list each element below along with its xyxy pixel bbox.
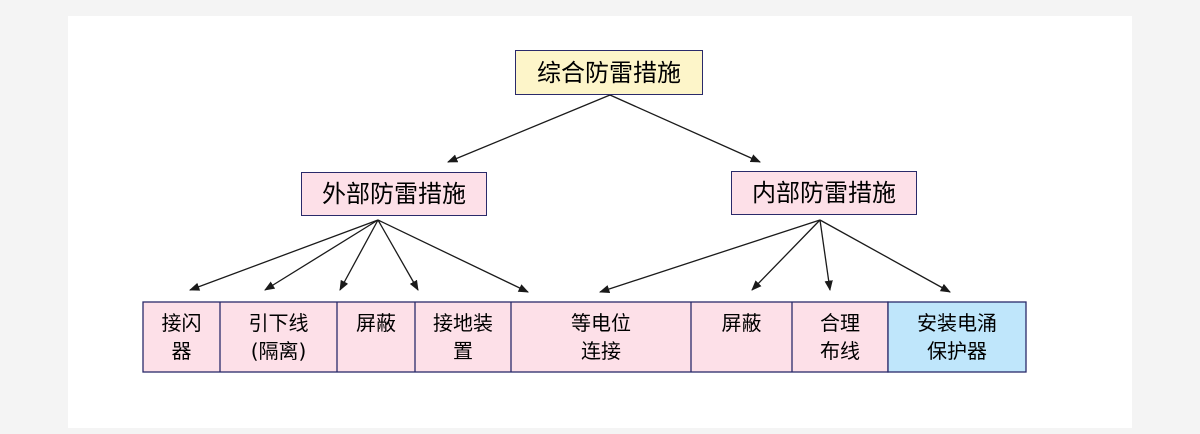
leaf-external-shielding-line-1: 屏蔽 [356, 311, 396, 335]
leaf-equipotential-line-1: 等电位 [571, 311, 631, 335]
leaf-internal-shielding-line-1: 屏蔽 [721, 311, 762, 335]
leaf-equipotential-line-2: 连接 [581, 339, 621, 363]
leaf-wiring: 合理 布线 [792, 302, 888, 372]
arrow-internal-to-equipotential [599, 219, 821, 294]
arrow-internal-to-wiring [819, 219, 833, 292]
leaf-internal-shielding: 屏蔽 [691, 302, 792, 372]
internal-node-label: 内部防雷措施 [752, 179, 896, 207]
external-node: 外部防雷措施 [301, 172, 487, 216]
leaf-grounding-line-2: 置 [453, 339, 473, 363]
leaf-wiring-line-1: 合理 [820, 311, 860, 335]
leaf-external-shielding: 屏蔽 [337, 302, 415, 372]
arrow-internal-to-shielding [751, 219, 821, 291]
leaf-air-terminal-line-1: 接闪 [161, 311, 202, 335]
external-node-label: 外部防雷措施 [322, 180, 466, 208]
leaf-down-conductor: 引下线 (隔离) [220, 302, 337, 372]
leaf-surge-protector: 安装电涌 保护器 [888, 302, 1026, 372]
arrow-root-to-external [447, 94, 611, 163]
leaf-spd-background [887, 301, 1027, 373]
arrow-external-to-grounding [377, 219, 419, 291]
arrow-external-to-air-terminal [189, 219, 379, 291]
arrow-external-to-shielding [339, 219, 379, 291]
leaf-surge-protector-line-2: 保护器 [927, 339, 987, 363]
leaf-air-terminal-line-2: 器 [171, 339, 192, 363]
arrow-root-to-internal [609, 94, 761, 163]
leaf-surge-protector-line-1: 安装电涌 [917, 311, 997, 335]
arrow-external-to-down-conductor [264, 219, 379, 291]
leaf-equipotential: 等电位 连接 [511, 302, 691, 372]
internal-node: 内部防雷措施 [731, 171, 917, 215]
leaf-grounding-line-1: 接地装 [433, 311, 493, 335]
leaf-down-conductor-line-1: 引下线 [248, 311, 309, 335]
root-node-label: 综合防雷措施 [537, 58, 681, 87]
leaf-grounding: 接地装 置 [415, 302, 511, 372]
leaf-air-terminal: 接闪 器 [143, 302, 220, 372]
root-node: 综合防雷措施 [515, 50, 703, 95]
leaf-down-conductor-line-2: (隔离) [250, 339, 307, 363]
leaf-row-background [142, 301, 889, 373]
arrow-internal-to-spd [819, 219, 951, 293]
leaf-wiring-line-2: 布线 [820, 339, 860, 363]
arrow-external-to-equipotential [377, 219, 529, 293]
